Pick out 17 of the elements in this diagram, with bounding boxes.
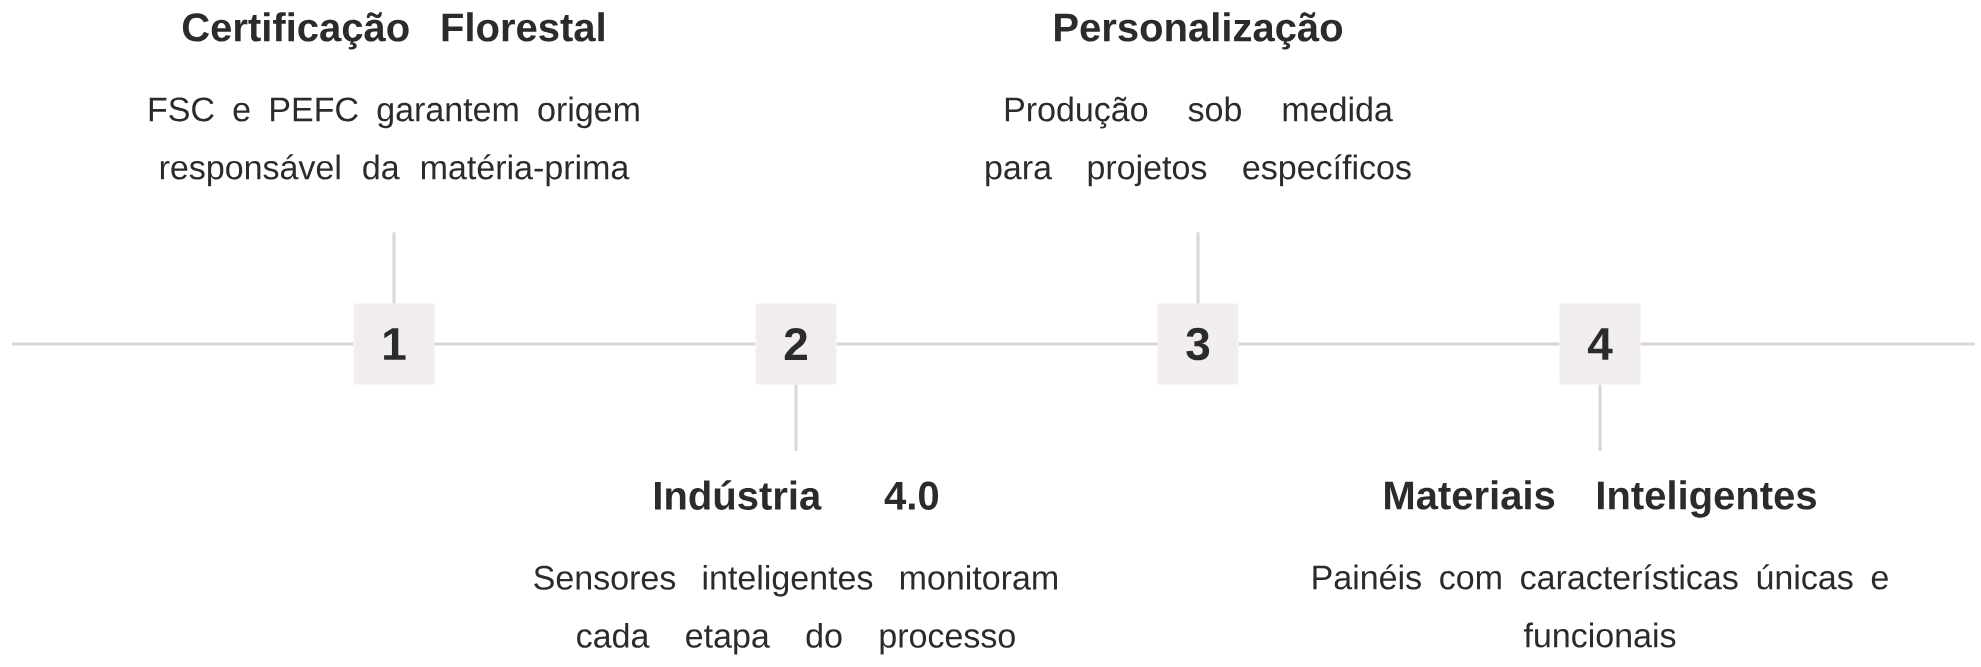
- number-box: 3: [1157, 303, 1239, 385]
- number-box: 4: [1559, 303, 1641, 385]
- milestone-text: Materiais Inteligentes Painéis com características únicas e funcionais: [1313, 480, 1888, 648]
- number-box: 2: [755, 303, 837, 385]
- number-box: 1: [353, 303, 435, 385]
- timeline-line: [12, 342, 354, 346]
- leader-line: [794, 384, 798, 451]
- milestone-text: Personalização Produção sob medida para projetos específicos: [986, 12, 1411, 187]
- timeline-line: [434, 342, 756, 346]
- leader-line: [1598, 384, 1602, 451]
- milestone-text: Certificação Florestal FSC e PEFC garantem origem responsável da matéria-prima: [149, 12, 639, 187]
- leader-line: [392, 232, 396, 304]
- timeline-line: [836, 342, 1158, 346]
- leader-line: [1196, 232, 1200, 304]
- timeline-line: [1238, 342, 1560, 346]
- milestone-text: Indústria 4.0 Sensores inteligentes monitoram cada etapa do processo: [534, 480, 1057, 655]
- timeline-line: [1640, 342, 1975, 346]
